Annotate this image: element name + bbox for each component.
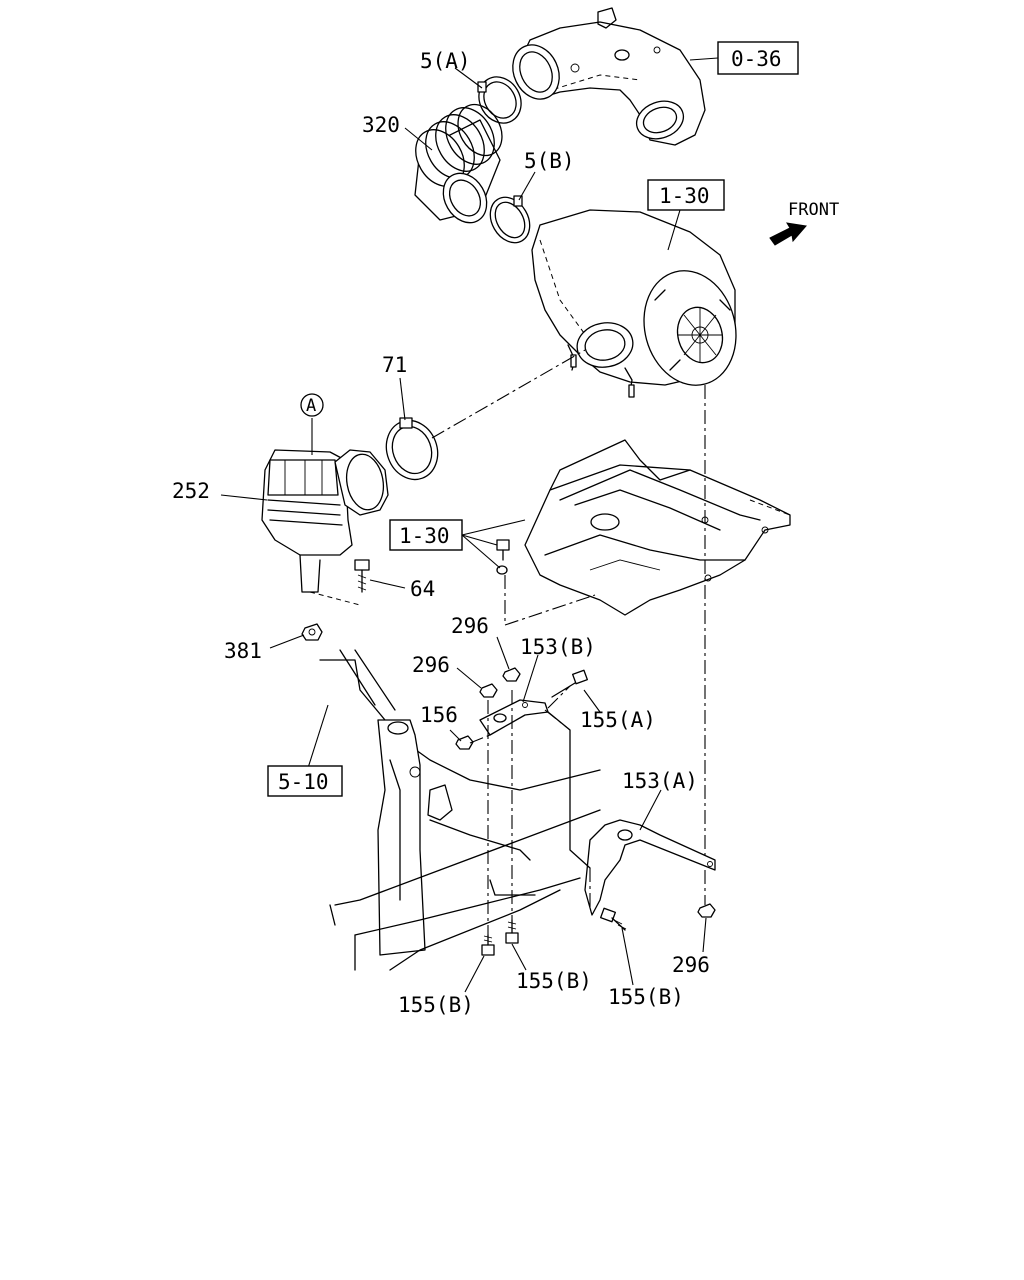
air-duct-elbow (512, 7, 706, 146)
nut-381 (301, 623, 323, 641)
part-label-64: 64 (410, 577, 435, 601)
hose-clamp-5a (477, 76, 522, 124)
bolt-washer-1-30 (496, 539, 510, 575)
bolt-155b-left (481, 934, 495, 956)
front-arrow-icon (769, 222, 807, 246)
bolt-155b-middle (505, 919, 519, 944)
bolt-155a (551, 669, 588, 698)
ref-box-0-36-label: 0-36 (731, 47, 782, 71)
nut-296-bottom (697, 903, 716, 918)
callout-a-label: A (306, 396, 316, 416)
callout-a: A (300, 393, 324, 417)
part-label-153a: 153(A) (622, 769, 698, 793)
hose-clamp-71 (385, 417, 439, 481)
part-label-296-top: 296 (451, 614, 489, 638)
pre-cleaner-252 (261, 449, 389, 606)
part-label-155a: 155(A) (580, 708, 656, 732)
part-label-155b-left: 155(B) (398, 993, 474, 1017)
part-label-381: 381 (224, 639, 262, 663)
floor-bracket-assembly (524, 439, 791, 616)
ref-box-5-10-label: 5-10 (278, 770, 329, 794)
nut-296-left (479, 683, 498, 698)
part-label-296-bottom: 296 (672, 953, 710, 977)
part-label-296-left: 296 (412, 653, 450, 677)
air-cleaner-body (531, 209, 737, 398)
ref-box-0-36: 0-36 (717, 41, 799, 75)
chassis-frame (319, 649, 601, 971)
intake-hose-320 (414, 103, 503, 224)
bolt-64 (354, 559, 370, 593)
part-label-320: 320 (362, 113, 400, 137)
part-label-71: 71 (382, 353, 407, 377)
ref-box-1-30-mid-label: 1-30 (399, 524, 450, 548)
part-label-252: 252 (172, 479, 210, 503)
nut-296-right (502, 667, 521, 682)
bracket-153b (479, 699, 549, 736)
ref-box-1-30-top: 1-30 (647, 179, 725, 211)
part-label-155b-right: 155(B) (608, 985, 684, 1009)
part-label-156: 156 (420, 703, 458, 727)
ref-box-1-30-mid: 1-30 (389, 519, 463, 551)
ref-box-5-10: 5-10 (267, 765, 343, 797)
hose-clamp-5b (489, 195, 531, 244)
part-label-5b: 5(B) (524, 149, 575, 173)
front-label: FRONT (788, 200, 839, 220)
part-label-5a: 5(A) (420, 49, 471, 73)
part-label-153b: 153(B) (520, 635, 596, 659)
bracket-153a (584, 819, 716, 916)
ref-box-1-30-top-label: 1-30 (659, 184, 710, 208)
part-label-155b-middle: 155(B) (516, 969, 592, 993)
bolt-155b-right (600, 907, 627, 931)
nut-156 (455, 735, 474, 750)
